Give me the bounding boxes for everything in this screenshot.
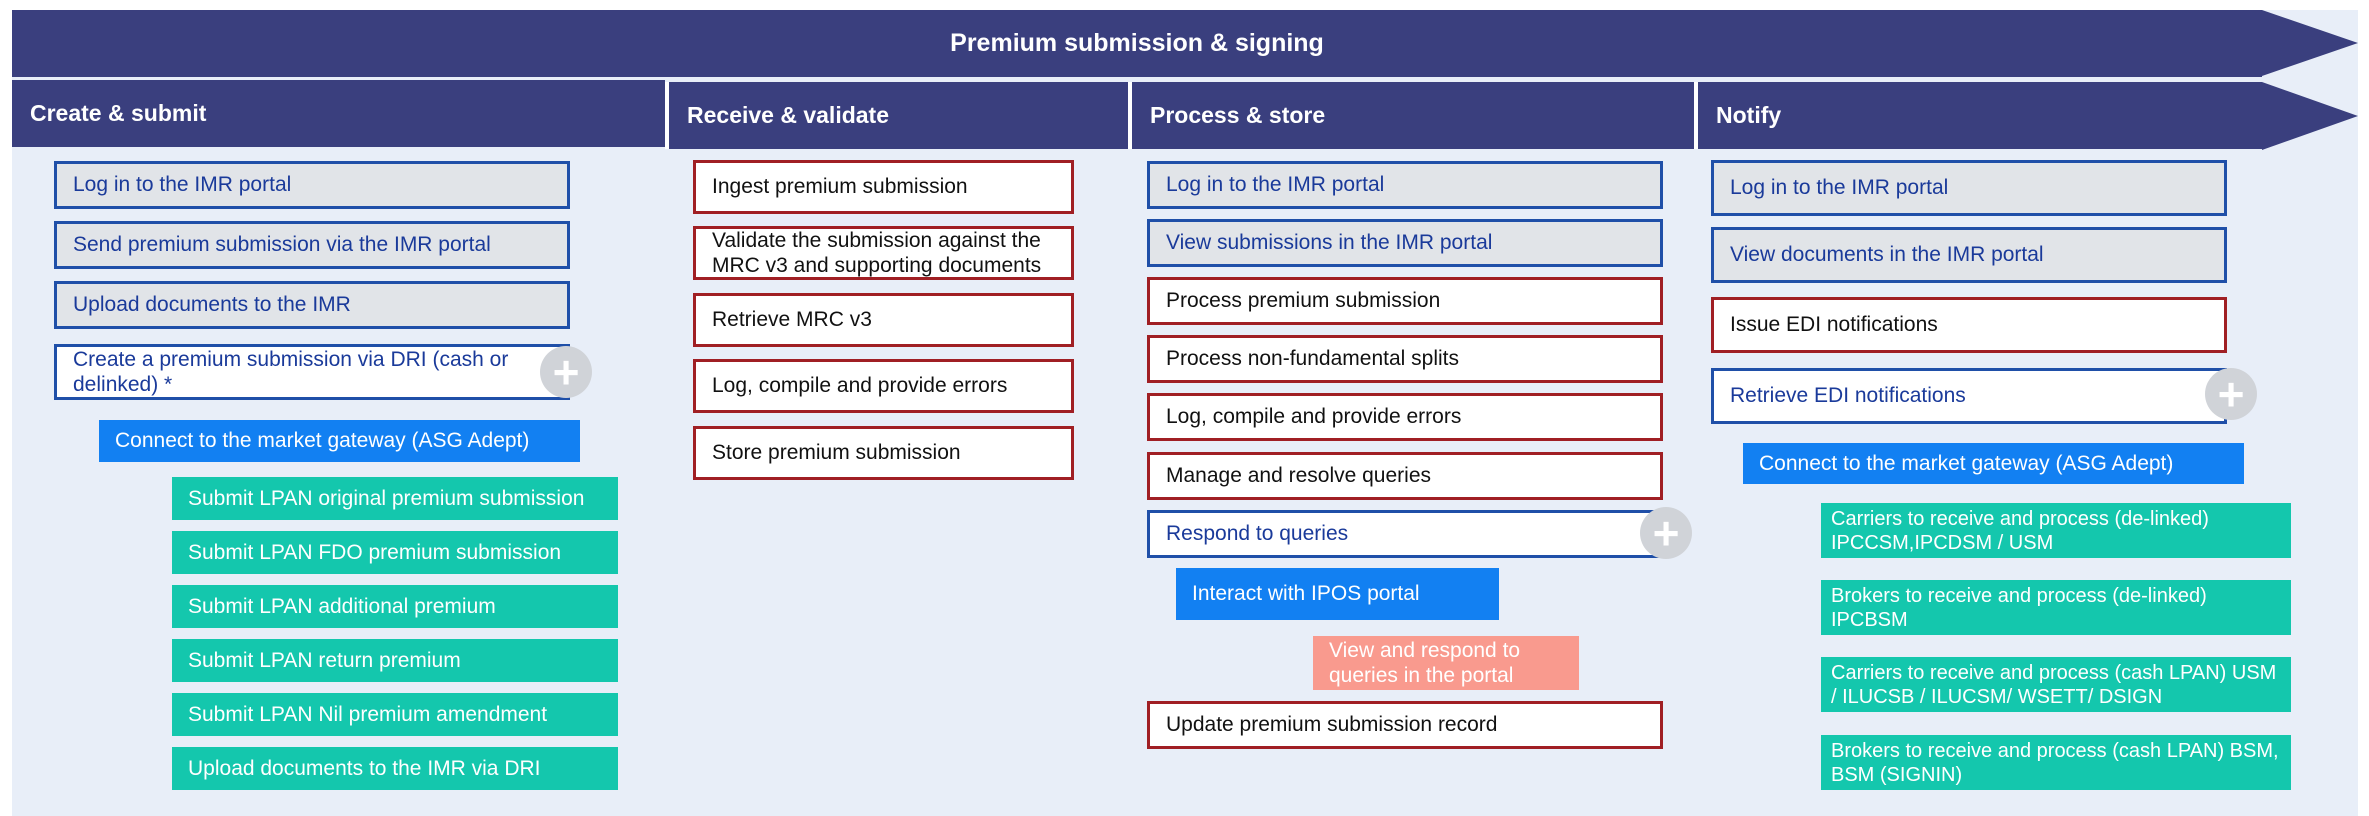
step-carriers-delinked[interactable]: Carriers to receive and process (de-link… [1821,503,2291,558]
step-ingest-premium[interactable]: Ingest premium submission [693,160,1074,214]
step-view-documents[interactable]: View documents in the IMR portal [1711,227,2227,283]
step-process-premium[interactable]: Process premium submission [1147,277,1663,325]
step-validate-submission[interactable]: Validate the submission against the MRC … [693,226,1074,280]
step-store-premium[interactable]: Store premium submission [693,426,1074,480]
header-divider [1128,82,1132,149]
header-notify: Notify [1698,82,2262,149]
step-view-submissions[interactable]: View submissions in the IMR portal [1147,219,1663,267]
header-create-submit: Create & submit [12,80,665,147]
header-receive-validate: Receive & validate [669,82,1128,149]
step-log-in-imr[interactable]: Log in to the IMR portal [54,161,570,209]
step-issue-edi[interactable]: Issue EDI notifications [1711,297,2227,353]
expand-plus-icon[interactable]: + [1640,507,1692,559]
banner-arrow [2262,10,2358,76]
header-divider [665,82,669,149]
step-log-errors[interactable]: Log, compile and provide errors [693,359,1074,413]
step-log-in-imr[interactable]: Log in to the IMR portal [1147,161,1663,209]
step-interact-ipos[interactable]: Interact with IPOS portal [1176,568,1499,620]
header-arrow [2262,82,2358,150]
step-log-errors[interactable]: Log, compile and provide errors [1147,393,1663,441]
step-brokers-delinked[interactable]: Brokers to receive and process (de-linke… [1821,580,2291,635]
step-lpan-nil[interactable]: Submit LPAN Nil premium amendment [172,693,618,736]
step-upload-documents[interactable]: Upload documents to the IMR [54,281,570,329]
step-respond-queries[interactable]: Respond to queries [1147,510,1663,558]
step-create-premium-via-dri[interactable]: Create a premium submission via DRI (cas… [54,344,570,400]
expand-plus-icon[interactable]: + [2205,368,2257,420]
step-connect-market-gateway[interactable]: Connect to the market gateway (ASG Adept… [99,420,580,462]
step-process-splits[interactable]: Process non-fundamental splits [1147,335,1663,383]
step-update-record[interactable]: Update premium submission record [1147,701,1663,749]
step-brokers-cash[interactable]: Brokers to receive and process (cash LPA… [1821,735,2291,790]
header-process-store: Process & store [1132,82,1694,149]
step-send-premium-submission[interactable]: Send premium submission via the IMR port… [54,221,570,269]
step-retrieve-edi[interactable]: Retrieve EDI notifications [1711,368,2227,424]
page-title: Premium submission & signing [12,10,2262,77]
step-lpan-fdo[interactable]: Submit LPAN FDO premium submission [172,531,618,574]
step-view-respond-portal[interactable]: View and respond to queries in the porta… [1313,636,1579,690]
step-manage-queries[interactable]: Manage and resolve queries [1147,452,1663,500]
step-carriers-cash[interactable]: Carriers to receive and process (cash LP… [1821,657,2291,712]
step-upload-documents-dri[interactable]: Upload documents to the IMR via DRI [172,747,618,790]
header-divider [1694,82,1698,149]
step-lpan-additional[interactable]: Submit LPAN additional premium [172,585,618,628]
step-retrieve-mrc[interactable]: Retrieve MRC v3 [693,293,1074,347]
step-log-in-imr[interactable]: Log in to the IMR portal [1711,160,2227,216]
expand-plus-icon[interactable]: + [540,346,592,398]
step-lpan-original[interactable]: Submit LPAN original premium submission [172,477,618,520]
step-connect-market-gateway[interactable]: Connect to the market gateway (ASG Adept… [1743,443,2244,484]
step-lpan-return[interactable]: Submit LPAN return premium [172,639,618,682]
